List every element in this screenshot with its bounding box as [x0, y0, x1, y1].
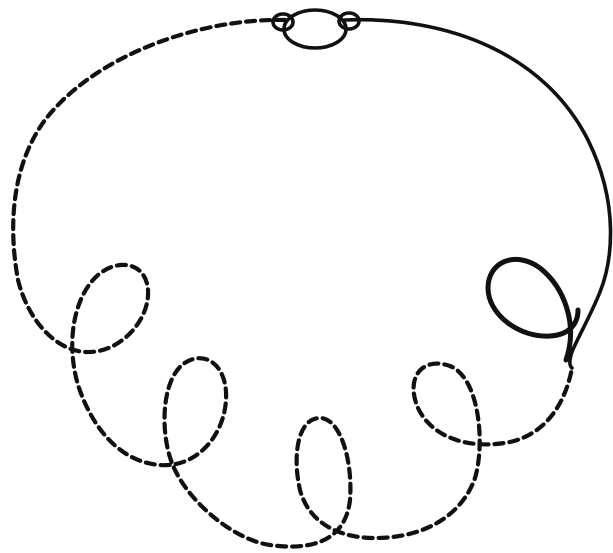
oval-knot — [284, 10, 346, 48]
right-solid-loop — [488, 259, 578, 360]
